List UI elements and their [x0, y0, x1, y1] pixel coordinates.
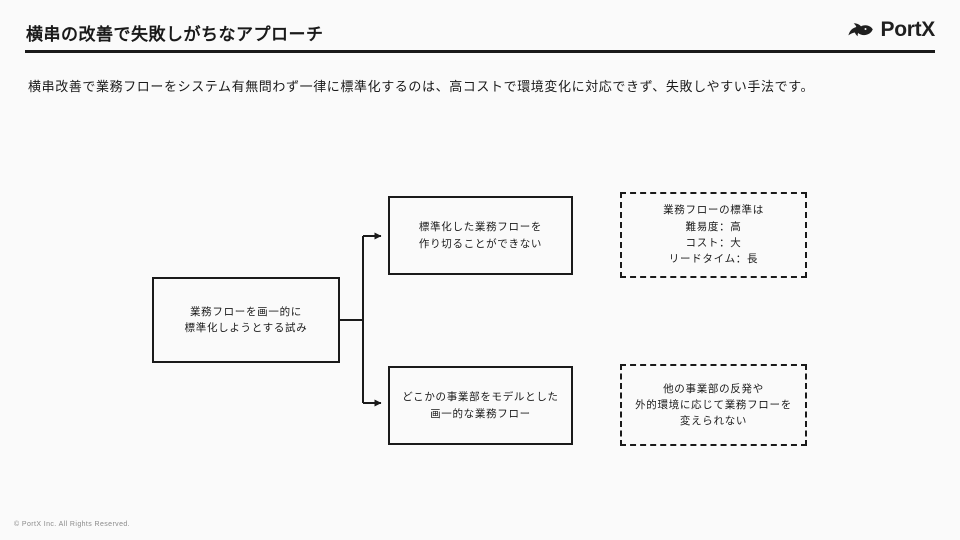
diagram-note-2-label: 他の事業部の反発や 外的環境に応じて業務フローを 変えられない [635, 382, 792, 428]
whale-icon [848, 21, 874, 39]
diagram-node-effect-1-label: 標準化した業務フローを 作り切ることができない [418, 221, 543, 250]
diagram-note-1-label: 業務フローの標準は 難易度：高 コスト：大 リードタイム：長 [663, 204, 764, 266]
diagram-note-1[interactable]: 業務フローの標準は 難易度：高 コスト：大 リードタイム：長 [620, 192, 807, 278]
diagram-node-effect-2[interactable]: どこかの事業部をモデルとした 画一的な業務フロー [388, 366, 573, 445]
brand-logo-text: PortX [880, 18, 935, 41]
diagram-node-effect-1[interactable]: 標準化した業務フローを 作り切ることができない [388, 196, 573, 275]
page-title: 横串の改善で失敗しがちなアプローチ [26, 25, 324, 44]
lead-paragraph: 横串改善で業務フローをシステム有無問わず一律に標準化するのは、高コストで環境変化… [28, 79, 815, 94]
diagram-node-cause[interactable]: 業務フローを画一的に 標準化しようとする試み [152, 277, 340, 363]
brand-logo: PortX [848, 18, 935, 42]
diagram-node-effect-2-label: どこかの事業部をモデルとした 画一的な業務フロー [402, 391, 559, 420]
diagram-node-cause-label: 業務フローを画一的に 標準化しようとする試み [184, 305, 308, 334]
diagram-note-2[interactable]: 他の事業部の反発や 外的環境に応じて業務フローを 変えられない [620, 364, 807, 446]
footer-copyright: © PortX Inc. All Rights Reserved. [14, 521, 131, 528]
header-divider [25, 50, 935, 53]
